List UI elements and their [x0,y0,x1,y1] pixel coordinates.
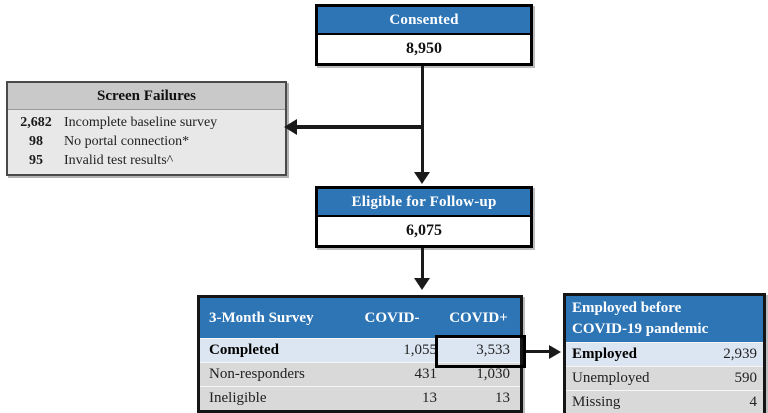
row-label: Ineligible [209,390,267,406]
connector-survey-to-employment [523,350,551,353]
survey-title: 3-Month Survey [209,309,314,326]
row-label: Completed [209,342,279,358]
covid-positive-value: 3,533 [476,342,510,358]
consented-value: 8,950 [406,40,442,57]
employment-table-title: Employed before COVID-19 pandemic [566,296,763,342]
arrowhead-down-survey [414,278,430,290]
screen-failures-title: Screen Failures [8,83,285,110]
covid-positive-column-header: COVID+ [449,309,508,326]
failure-count: 95 [29,153,43,168]
row-label: Unemployed [572,370,650,386]
covid-positive-value: 13 [495,390,510,406]
table-row-ineligible: Ineligible 13 13 [200,386,520,410]
row-label: Non-responders [209,366,305,382]
screen-failures-list: 2,682 Incomplete baseline survey 98 No p… [8,110,285,174]
failure-label: Invalid test results^ [64,153,174,168]
connector-consented-to-eligible [421,66,424,174]
eligible-value: 6,075 [406,222,442,239]
row-value: 590 [734,370,758,386]
screen-failure-item: 2,682 Incomplete baseline survey [8,113,285,132]
arrowhead-right-employment [549,345,561,359]
employment-table: Employed before COVID-19 pandemic Employ… [563,293,766,413]
table-row-employed: Employed 2,939 [566,342,763,366]
covid-positive-value: 1,030 [476,366,510,382]
covid-negative-value: 13 [422,390,437,406]
table-row-completed: Completed 1,055 3,533 [200,338,520,362]
consented-box: Consented 8,950 [315,4,533,66]
failure-label: No portal connection* [64,134,190,149]
highlighted-cell-outline [435,335,526,368]
survey-table-header: 3-Month Survey COVID- COVID+ [200,298,520,338]
arrowhead-down-eligible [414,172,430,184]
row-label: Missing [572,394,621,410]
consented-title: Consented [318,7,530,35]
eligible-box: Eligible for Follow-up 6,075 [315,186,533,248]
eligible-title: Eligible for Follow-up [318,189,530,217]
table-row-missing: Missing 4 [566,390,763,413]
failure-count: 98 [29,134,43,149]
failure-label: Incomplete baseline survey [64,115,218,130]
connector-to-screen-failures [296,125,423,129]
screen-failure-item: 95 Invalid test results^ [8,151,285,170]
employment-title-line1: Employed before [572,300,682,316]
table-row-unemployed: Unemployed 590 [566,366,763,390]
screen-failures-box: Screen Failures 2,682 Incomplete baselin… [6,81,287,176]
failure-count: 2,682 [20,115,52,130]
connector-eligible-to-survey [421,248,424,280]
covid-negative-value: 1,055 [403,342,437,358]
covid-negative-column-header: COVID- [364,309,420,326]
employment-title-line2: COVID-19 pandemic [572,321,709,337]
screen-failure-item: 98 No portal connection* [8,132,285,151]
row-value: 4 [749,394,758,410]
row-value: 2,939 [723,346,757,362]
row-label: Employed [572,346,638,362]
arrowhead-left-screen-failures [284,119,297,135]
covid-negative-value: 431 [414,366,438,382]
